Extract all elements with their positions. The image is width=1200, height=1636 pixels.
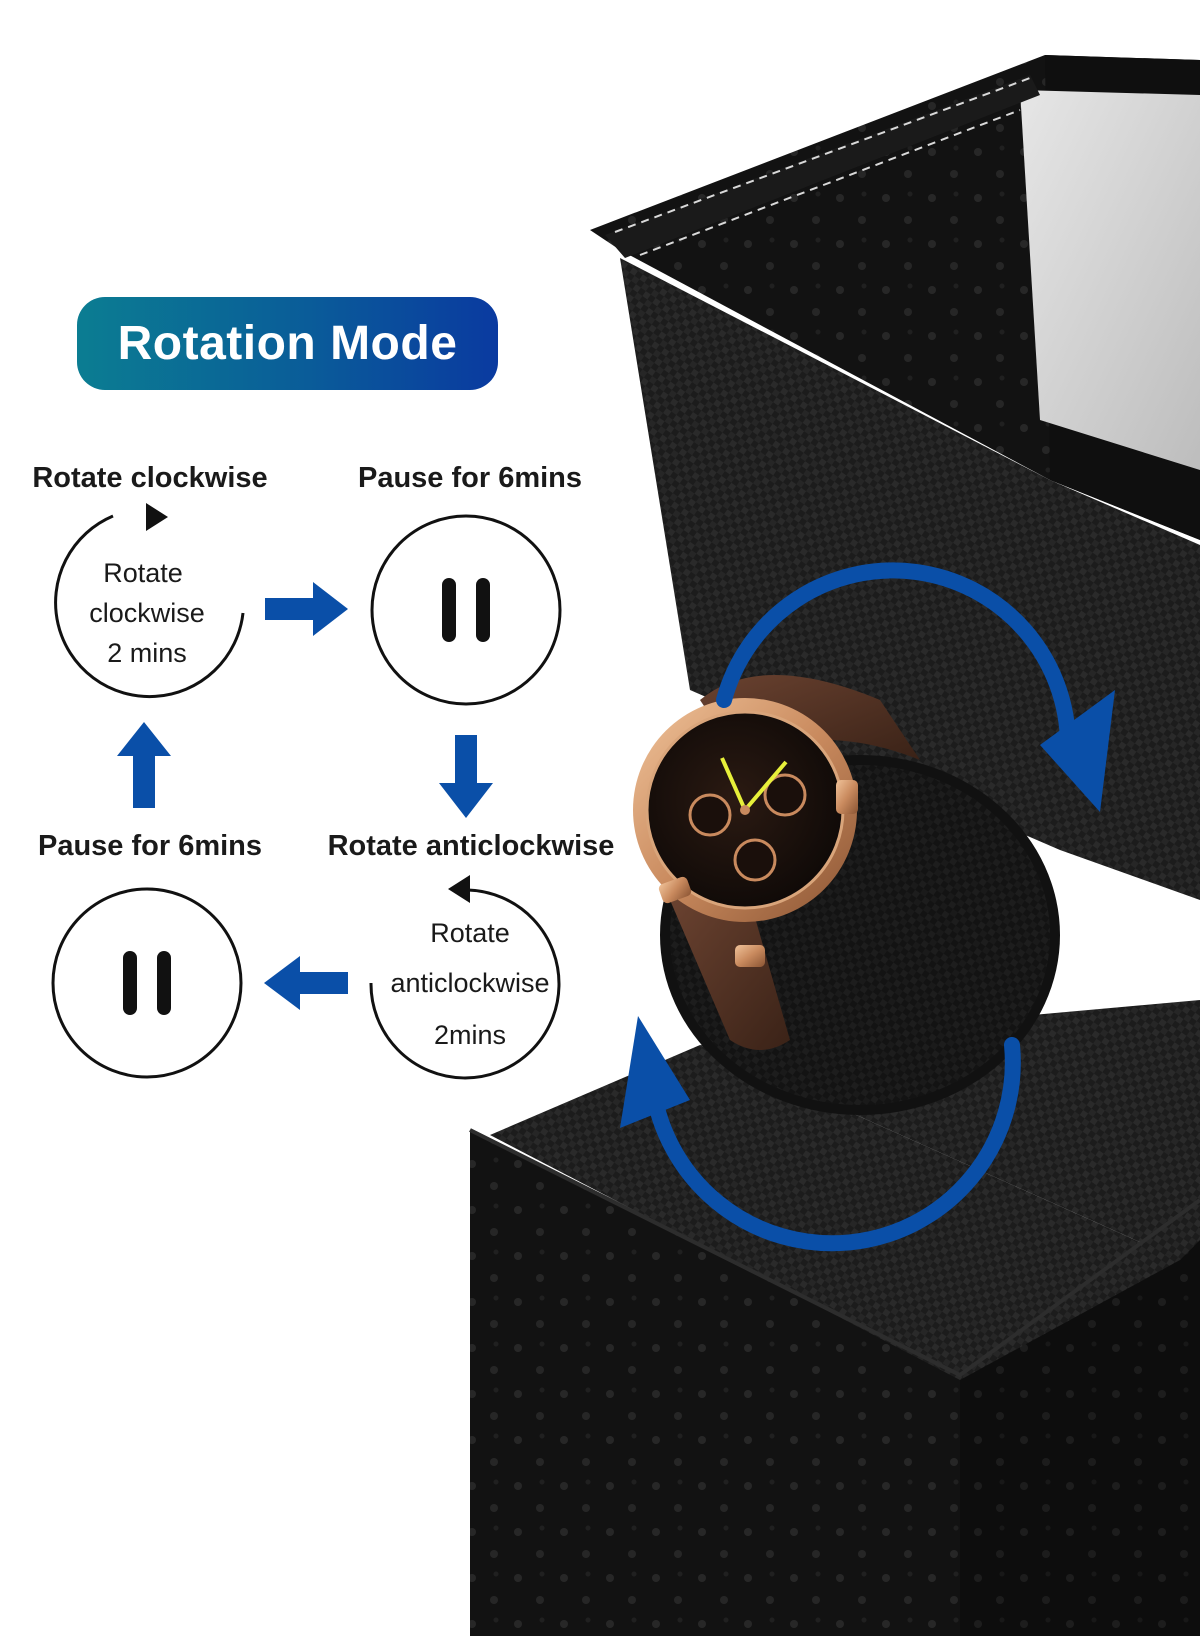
pause-icon <box>123 951 171 1015</box>
pause-circle-bottom <box>51 887 243 1079</box>
anticlockwise-text-line-2: anticlockwise <box>390 968 550 998</box>
step-label-rotate-anticlockwise: Rotate anticlockwise <box>327 830 615 862</box>
step-label-rotate-clockwise: Rotate clockwise <box>32 462 268 494</box>
arrow-left-icon <box>264 956 348 1010</box>
anticlockwise-arrowhead-icon <box>448 875 470 903</box>
pause-icon <box>442 578 490 642</box>
rotation-arrow-icon <box>620 562 1115 1252</box>
arrow-down-icon <box>439 735 493 818</box>
watch-head <box>633 698 858 967</box>
anticlockwise-ring <box>369 875 561 1080</box>
arrow-up-icon <box>117 722 171 808</box>
clockwise-text-line-2: clockwise <box>89 598 205 628</box>
anticlockwise-text-line-3: 2mins <box>433 1020 507 1050</box>
clockwise-text-line-1: Rotate <box>103 558 183 588</box>
step-label-pause-bottom: Pause for 6mins <box>37 830 263 862</box>
clockwise-text-line-3: 2 mins <box>107 638 187 668</box>
winder-lid <box>590 55 1200 540</box>
step-label-pause-top: Pause for 6mins <box>357 462 583 494</box>
arrow-right-icon <box>265 582 348 636</box>
anticlockwise-text-line-1: Rotate <box>430 918 510 948</box>
rotation-mode-badge: Rotation Mode <box>77 297 498 390</box>
clockwise-arrowhead-icon <box>146 503 168 531</box>
rotation-mode-title: Rotation Mode <box>117 317 458 370</box>
pause-circle-top <box>370 514 562 706</box>
clockwise-ring <box>54 503 245 699</box>
